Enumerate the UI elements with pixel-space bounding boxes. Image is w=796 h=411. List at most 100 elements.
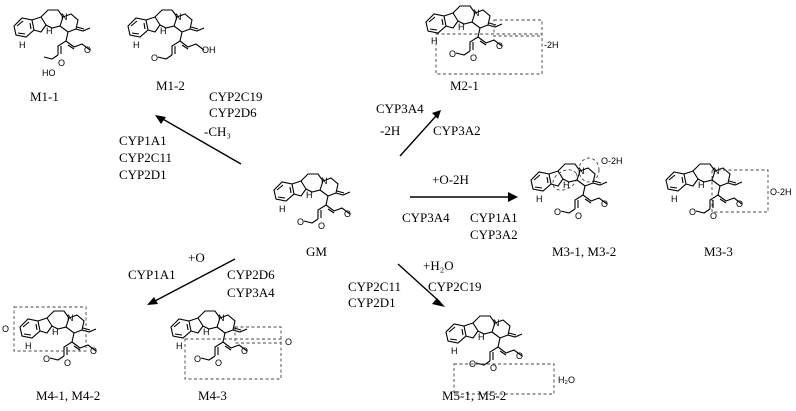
gm-o2-label: O xyxy=(318,221,325,231)
m5-12-n-label: N xyxy=(493,318,500,328)
group-hydration: +H₂O xyxy=(423,258,454,273)
m3-12-structure: H N H O O O O-2H xyxy=(530,156,623,221)
m3-12-o1-label: O xyxy=(554,207,561,217)
m2-1-label: M2-1 xyxy=(450,78,479,93)
m4-12-label: M4-1, M4-2 xyxy=(36,388,100,403)
m1-1-ho-label: HO xyxy=(42,68,56,78)
m4-3-n-label: N xyxy=(218,313,225,323)
m3-12-h-label: H xyxy=(563,180,570,190)
m4-3-o3-label: O xyxy=(241,346,248,356)
group-ox-dehydro: +O-2H xyxy=(432,172,469,187)
m3-3-o3-label: O xyxy=(736,199,743,209)
m4-12-o2-label: O xyxy=(64,358,71,368)
m3-3-nh-label: H xyxy=(671,194,678,204)
m2-1-o1-label: O xyxy=(449,49,456,59)
m4-12-o1-label: O xyxy=(43,354,50,364)
enzyme-cyp3a2-m3: CYP3A2 xyxy=(470,227,518,242)
enzyme-cyp3a4-m2: CYP3A4 xyxy=(376,101,424,116)
m4-3-o1-label: O xyxy=(194,354,201,364)
m4-3-nh-label: H xyxy=(176,341,183,351)
m4-3-marker: O xyxy=(285,337,292,347)
arrow-to-m4 xyxy=(147,258,236,305)
enzyme-cyp3a4-m3: CYP3A4 xyxy=(402,210,450,225)
m5-12-o2-label: O xyxy=(490,363,497,373)
m3-3-structure: H N H O O O O-2H xyxy=(665,163,792,221)
m1-2-structure: H N H O OH xyxy=(127,9,216,63)
m1-2-nh-label: H xyxy=(133,40,140,50)
enzyme-cyp2c11-m5: CYP2C11 xyxy=(348,279,401,294)
m4-12-h-label: H xyxy=(52,327,59,337)
enzyme-cyp2c11-m1: CYP2C11 xyxy=(119,150,172,165)
m2-1-o3-label: O xyxy=(496,41,503,51)
arrow-to-m5 xyxy=(397,263,445,307)
m1-1-structure: H N H HO O O xyxy=(13,9,91,78)
m1-2-h-label: H xyxy=(160,26,167,36)
m4-12-structure: H N H O O O O xyxy=(2,306,97,368)
group-dehydro: -2H xyxy=(380,123,400,138)
m3-3-n-label: N xyxy=(713,166,720,176)
m5-12-h-label: H xyxy=(478,332,485,342)
m5-12-structure: H N H O O O H₂O xyxy=(445,315,575,395)
m2-1-n-label: N xyxy=(473,8,480,18)
m3-3-box xyxy=(711,169,769,213)
m5-12-box xyxy=(453,363,555,395)
enzyme-cyp2c19-m5: CYP2C19 xyxy=(428,279,481,294)
m4-12-marker: O xyxy=(2,324,9,334)
m3-12-o3-label: O xyxy=(601,199,608,209)
arrow-to-m3 xyxy=(410,192,518,202)
m3-3-o1-label: O xyxy=(689,207,696,217)
m1-2-o-label: O xyxy=(151,53,158,63)
m3-12-label: M3-1, M3-2 xyxy=(552,244,616,259)
m3-12-n-label: N xyxy=(578,166,585,176)
m3-12-circle-2 xyxy=(578,157,600,183)
m4-3-h-label: H xyxy=(203,327,210,337)
m5-12-label: M5-1, M5-2 xyxy=(442,388,506,403)
m1-1-n-label: N xyxy=(61,12,68,22)
gm-h-label: H xyxy=(306,190,313,200)
m2-1-h-label: H xyxy=(458,22,465,32)
gm-label: GM xyxy=(306,244,327,259)
m1-1-label: M1-1 xyxy=(30,89,59,104)
m4-12-nh-label: H xyxy=(25,341,32,351)
group-ox: +O xyxy=(188,250,205,265)
m1-1-h-label: H xyxy=(46,26,53,36)
enzyme-cyp2d6-m4: CYP2D6 xyxy=(227,267,275,282)
gm-structure: H N H O O O xyxy=(273,173,351,231)
gm-nh-label: H xyxy=(279,204,286,214)
m3-3-marker: O-2H xyxy=(770,187,792,197)
m4-3-label: M4-3 xyxy=(198,388,227,403)
m4-3-o2-label: O xyxy=(215,358,222,368)
gm-o1-label: O xyxy=(297,217,304,227)
m1-2-n-label: N xyxy=(175,12,182,22)
m2-1-side-box xyxy=(493,19,543,37)
enzyme-cyp2d6: CYP2D6 xyxy=(209,105,257,120)
m5-12-marker: H₂O xyxy=(558,375,575,385)
m4-12-o3-label: O xyxy=(90,346,97,356)
m4-3-box-lower xyxy=(184,338,282,380)
m5-12-o3-label: O xyxy=(516,351,523,361)
m4-12-box xyxy=(13,306,87,352)
m3-12-marker: O-2H xyxy=(601,156,623,166)
m4-3-structure: H N H O O O O xyxy=(170,310,292,380)
arrow-to-m1 xyxy=(155,115,242,165)
m1-2-oh-label: OH xyxy=(202,45,216,55)
m2-1-marker: -2H xyxy=(544,40,559,50)
m1-2-label: M1-2 xyxy=(156,78,185,93)
m3-3-h-label: H xyxy=(698,180,705,190)
enzyme-cyp2d1-m5: CYP2D1 xyxy=(348,295,396,310)
m4-12-n-label: N xyxy=(67,313,74,323)
m2-1-nh-label: H xyxy=(431,36,438,46)
enzyme-cyp3a4-m4: CYP3A4 xyxy=(227,285,275,300)
m3-12-nh-label: H xyxy=(536,194,543,204)
m4-3-box-upper xyxy=(234,326,282,344)
enzyme-cyp2c19: CYP2C19 xyxy=(209,89,262,104)
m1-1-o2-label: O xyxy=(84,45,91,55)
m2-1-o2-label: O xyxy=(470,53,477,63)
gm-n-label: N xyxy=(321,176,328,186)
m5-12-nh-label: H xyxy=(451,346,458,356)
enzyme-cyp3a2-m2: CYP3A2 xyxy=(433,123,481,138)
arrow-to-m2 xyxy=(399,110,441,157)
m2-1-dehydro-box xyxy=(435,33,543,75)
enzyme-cyp1a1-m1: CYP1A1 xyxy=(119,133,167,148)
